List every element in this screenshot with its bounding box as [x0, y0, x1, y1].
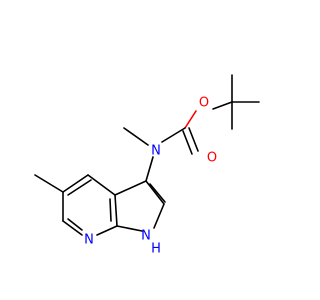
- bond-n-ring: [145, 156, 154, 182]
- bond-c2-nh: [153, 203, 165, 229]
- atom-o-ester: O: [199, 96, 209, 111]
- atom-n-carbamate: N: [151, 144, 161, 159]
- bond-c7a-c3a-inner: [109, 198, 112, 222]
- bond-c3-c2-double: [149, 183, 166, 203]
- molecule-diagram: N O O N N H: [34, 74, 260, 257]
- atom-o-carbonyl: O: [207, 151, 217, 166]
- bond-c3a-c4: [87, 174, 116, 196]
- structure-svg: N O O N N H: [34, 74, 260, 257]
- atom-h-pyrrole: H: [151, 242, 161, 257]
- bond-carbamate-co-right: [188, 127, 199, 152]
- bond-o-carbonyl-c: [184, 110, 197, 129]
- bond-nh-c7a: [116, 225, 143, 232]
- bond-n-methyl: [123, 127, 149, 146]
- bond-c4-c5: [62, 174, 89, 193]
- bond-c3-c2: [145, 180, 165, 205]
- bond-c6-n7: [62, 220, 83, 236]
- bond-carbamate-cn: [161, 127, 186, 143]
- atom-n-pyrrole: N: [141, 229, 151, 244]
- bond-c3a-c3: [114, 180, 147, 196]
- bond-c6-n7-double: [67, 218, 83, 231]
- bond-tbu-o: [212, 101, 233, 110]
- bond-carbamate-co-left: [182, 130, 193, 155]
- bond-c5-methyl: [34, 174, 64, 193]
- bond-c4-c5-double: [67, 179, 92, 196]
- bond-n7-c7a: [96, 225, 118, 236]
- atom-n-pyridine: N: [84, 233, 94, 248]
- bond-c7a-c3a: [114, 194, 118, 227]
